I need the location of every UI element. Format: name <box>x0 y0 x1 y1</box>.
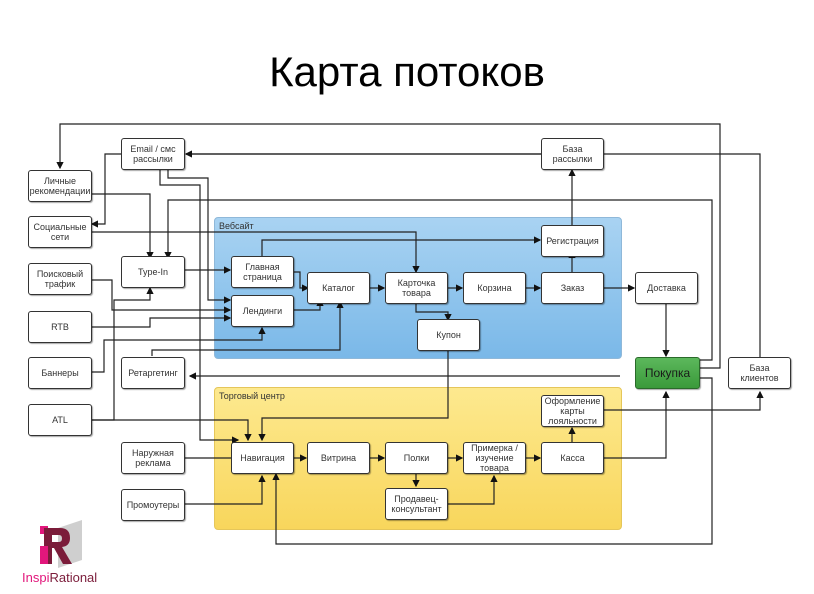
inspirational-logo-icon <box>40 520 82 568</box>
node-promoters[interactable]: Промоутеры <box>121 489 185 521</box>
node-mailing-db[interactable]: База рассылки <box>541 138 604 170</box>
logo-text-part1: Inspi <box>22 570 50 585</box>
node-atl[interactable]: ATL <box>28 404 92 436</box>
node-home-page[interactable]: Главная страница <box>231 256 294 288</box>
node-client-db[interactable]: База клиентов <box>728 357 791 389</box>
node-outdoor-ads[interactable]: Наружная реклама <box>121 442 185 474</box>
node-search-traffic[interactable]: Поисковый трафик <box>28 263 92 295</box>
node-product-card[interactable]: Карточка товара <box>385 272 448 304</box>
website-zone-label: Вебсайт <box>219 221 254 231</box>
node-coupon[interactable]: Купон <box>417 319 480 351</box>
node-order[interactable]: Заказ <box>541 272 604 304</box>
node-landings[interactable]: Лендинги <box>231 295 294 327</box>
node-email-sms[interactable]: Email / смс рассылки <box>121 138 185 170</box>
mall-zone-label: Торговый центр <box>219 391 285 401</box>
node-type-in[interactable]: Type-In <box>121 256 185 288</box>
node-shelves[interactable]: Полки <box>385 442 448 474</box>
node-registration[interactable]: Регистрация <box>541 225 604 257</box>
node-consultant[interactable]: Продавец-консультант <box>385 488 448 520</box>
node-navigation[interactable]: Навигация <box>231 442 294 474</box>
page-title: Карта потоков <box>269 48 545 95</box>
logo-text: InspiRational <box>22 570 97 585</box>
node-fitting[interactable]: Примерка / изучение товара <box>463 442 526 474</box>
node-personal-recommendations[interactable]: Личные рекомендации <box>28 170 92 202</box>
node-delivery[interactable]: Доставка <box>635 272 698 304</box>
logo-text-part2: Rational <box>49 570 98 585</box>
node-catalog[interactable]: Каталог <box>307 272 370 304</box>
node-loyalty-card[interactable]: Оформление карты лояльности <box>541 395 604 427</box>
node-purchase[interactable]: Покупка <box>635 357 700 389</box>
node-cart[interactable]: Корзина <box>463 272 526 304</box>
node-banners[interactable]: Баннеры <box>28 357 92 389</box>
node-rtb[interactable]: RTB <box>28 311 92 343</box>
node-retargeting[interactable]: Ретаргетинг <box>121 357 185 389</box>
node-checkout[interactable]: Касса <box>541 442 604 474</box>
node-social-networks[interactable]: Социальные сети <box>28 216 92 248</box>
node-showcase[interactable]: Витрина <box>307 442 370 474</box>
